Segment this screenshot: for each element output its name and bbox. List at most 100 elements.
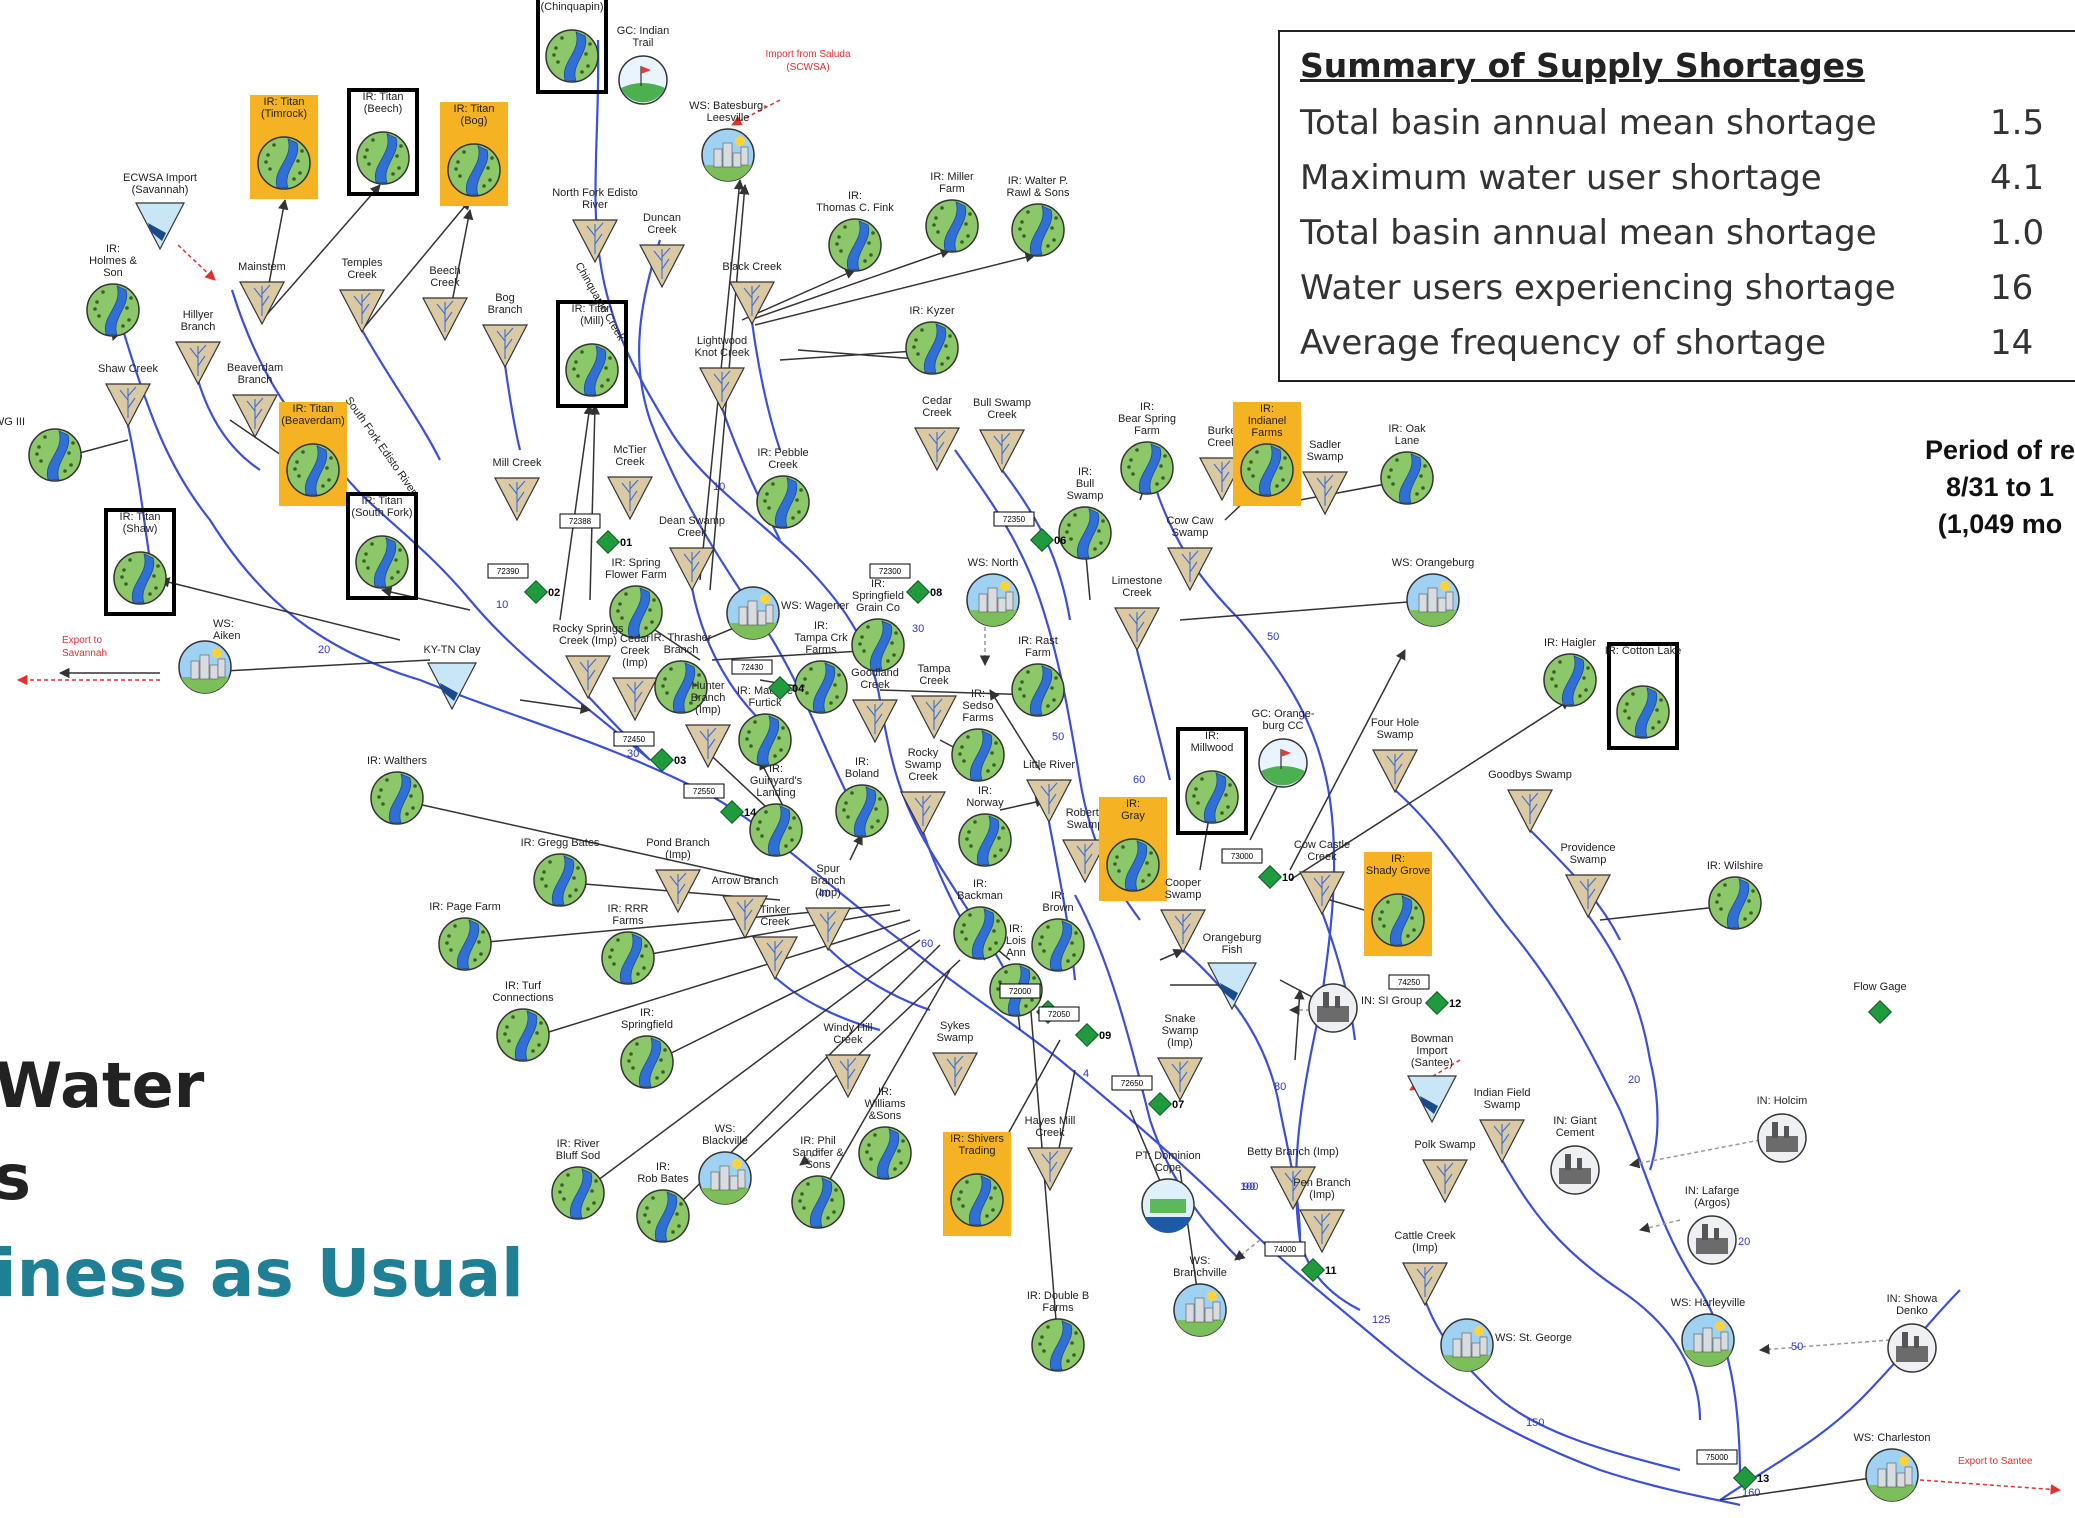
crop-dot	[695, 695, 699, 699]
tributary-stream-glyph	[1213, 460, 1231, 492]
crop-dot	[689, 701, 693, 705]
irrigation-river-glyph	[1634, 687, 1658, 738]
crop-dot	[1042, 1349, 1046, 1353]
node-label: Branch	[488, 304, 523, 316]
river-label-south-fork: South Fork Edisto River	[343, 395, 420, 497]
crop-dot	[293, 467, 297, 471]
node-ir-titan-bog: IR: Titan(Bog)	[440, 102, 508, 206]
node-ir-brown: IR:Brown	[1031, 890, 1085, 972]
crop-dot	[1135, 448, 1139, 452]
irrigation-river-glyph	[1389, 895, 1413, 946]
irrigation-river-glyph	[654, 1191, 678, 1242]
crop-dot	[321, 484, 325, 488]
crop-dot	[1020, 220, 1024, 224]
crop-dot	[93, 307, 97, 311]
crop-dot	[572, 876, 576, 880]
crop-dot	[1584, 688, 1588, 692]
crop-dot	[635, 1042, 639, 1046]
crop-dot	[1026, 210, 1030, 214]
crop-dot	[1623, 709, 1627, 713]
node-label: (Savannah)	[132, 184, 189, 196]
crop-dot	[63, 469, 67, 473]
node-ir-titan-shaw: IR: Titan(Shaw)	[104, 508, 176, 616]
crop-dot	[1554, 684, 1558, 688]
crop-dot	[1161, 476, 1165, 480]
node-label: (Imp)	[695, 704, 721, 716]
pipe-shape	[440, 683, 458, 701]
node-label: Creek	[1207, 437, 1237, 449]
building-shape	[1005, 591, 1014, 611]
legend-flow-gage-symbol	[1867, 999, 1893, 1025]
crop-dot	[932, 223, 936, 227]
crop-dot	[453, 924, 457, 928]
tributary-stream-glyph	[119, 386, 137, 418]
node-label: Creek	[347, 269, 377, 281]
irrigation-river-glyph	[1029, 205, 1053, 256]
node-label: Tampa Crk	[794, 632, 848, 644]
crop-dot	[610, 948, 614, 952]
crop-dot	[572, 367, 576, 371]
withdrawal-arrow	[521, 919, 911, 1043]
node-label: IR:	[1051, 890, 1065, 902]
node-label: Creek	[620, 645, 650, 657]
sun-shape	[1440, 581, 1450, 591]
withdrawal-arrow	[999, 796, 1047, 811]
node-label: Beaverdam	[227, 362, 283, 374]
gage-id-box	[1696, 1449, 1738, 1465]
crop-dot	[1046, 925, 1050, 929]
node-label: IR: Rast	[1018, 635, 1058, 647]
crop-dot	[964, 222, 968, 226]
import-icon	[1407, 1075, 1457, 1124]
node-in-sigroup: IN: SI Group	[1308, 983, 1422, 1033]
crop-dot	[1380, 910, 1384, 914]
node-label: IR:	[1140, 401, 1154, 413]
crop-dot	[1159, 464, 1163, 468]
building-shape	[978, 593, 988, 613]
building-shape	[1185, 1303, 1195, 1323]
node-label: Creek	[1122, 587, 1152, 599]
node-little-river: Little River	[1023, 759, 1075, 824]
crop-dot	[669, 667, 673, 671]
withdrawal-arrow	[817, 969, 951, 1201]
summary-value: 1.0	[1990, 212, 2045, 253]
crop-dot	[488, 178, 492, 182]
crop-dot	[801, 684, 805, 688]
crop-dot	[890, 641, 894, 645]
crop-dot	[749, 744, 753, 748]
node-label: Indian Field	[1474, 1087, 1531, 1099]
crop-dot	[867, 241, 871, 245]
crop-dot	[129, 296, 133, 300]
node-label: IR:	[973, 878, 987, 890]
crop-dot	[962, 759, 966, 763]
building-shape	[1445, 591, 1454, 611]
building-shape	[732, 152, 742, 168]
crop-dot	[1022, 694, 1026, 698]
node-ir-titan-beech: IR: Titan(Beech)	[347, 88, 419, 196]
node-label: PT: Dominion	[1135, 1150, 1200, 1162]
tributary-stream-glyph	[683, 550, 701, 582]
plant-shape	[1150, 1199, 1186, 1213]
crop-dot	[35, 452, 39, 456]
crop-dot	[792, 816, 796, 820]
node-label: Indianel	[1248, 415, 1287, 427]
crop-dot	[1747, 899, 1751, 903]
node-label: IR: Titan	[293, 403, 334, 415]
crop-dot	[481, 930, 485, 934]
crop-dot	[934, 216, 938, 220]
node-label: Bluff Sod	[556, 1150, 600, 1162]
crop-dot	[1749, 911, 1753, 915]
crop-dot	[486, 166, 490, 170]
crop-dot	[479, 952, 483, 956]
irrigation-river-glyph	[563, 31, 587, 82]
node-label: (Imp)	[1309, 1189, 1335, 1201]
crop-dot	[862, 649, 866, 653]
node-label: Creek (Imp)	[559, 635, 617, 647]
tributary-stream-glyph	[1171, 1060, 1189, 1092]
node-label: Flower Farm	[605, 569, 667, 581]
